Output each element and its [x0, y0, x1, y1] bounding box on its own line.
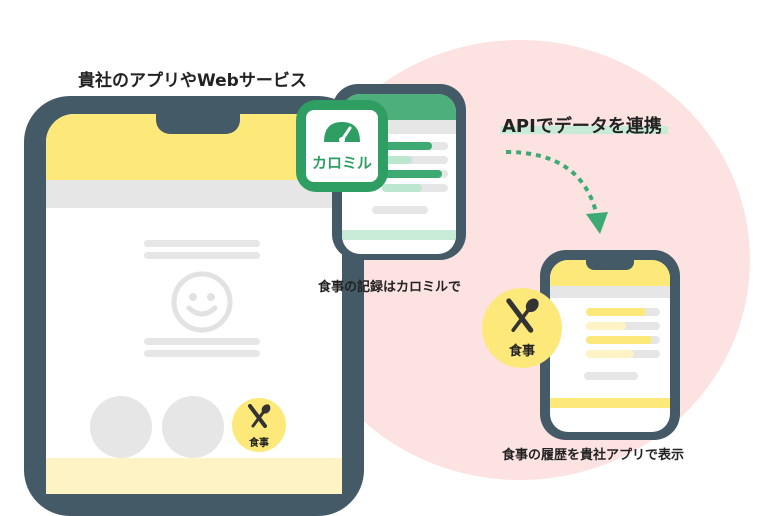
result-row-fill — [586, 336, 652, 344]
placeholder-line — [144, 338, 260, 345]
result-app-navbar — [550, 286, 670, 298]
calomil-row — [382, 156, 448, 164]
result-phone-screen — [550, 260, 670, 432]
placeholder-line — [144, 350, 260, 357]
calomil-row-fill — [382, 142, 432, 150]
gauge-icon — [324, 122, 360, 143]
calomil-app-footer — [342, 230, 456, 240]
phone-notch — [156, 114, 240, 134]
api-label: APIでデータを連携 — [502, 116, 662, 137]
result-row-fill — [586, 350, 634, 358]
fork-knife-icon — [248, 404, 271, 428]
meal-badge-small-label: 食事 — [249, 438, 269, 449]
meal-badge-small: 食事 — [232, 398, 286, 452]
client-app-navbar — [46, 180, 342, 208]
caption-history: 食事の履歴を貴社アプリで表示 — [502, 448, 685, 463]
calomil-app-icon: カロミル — [296, 100, 388, 192]
meal-badge-large: 食事 — [482, 288, 562, 368]
placeholder-line — [144, 240, 260, 247]
result-row-fill — [586, 308, 646, 316]
fork-knife-icon — [506, 298, 539, 333]
placeholder-line — [144, 252, 260, 259]
placeholder-circle — [162, 396, 224, 458]
calomil-row-fill — [382, 156, 412, 164]
calomil-icon-label: カロミル — [311, 154, 372, 172]
placeholder-circle — [90, 396, 152, 458]
client-phone-screen — [46, 114, 342, 494]
calomil-row-fill — [382, 184, 422, 192]
placeholder-line — [584, 372, 638, 380]
client-app-footer — [46, 458, 342, 494]
caption-record: 食事の記録はカロミルで — [318, 280, 462, 295]
api-arrow-icon — [505, 150, 608, 234]
meal-badge-large-label: 食事 — [508, 344, 535, 359]
calomil-row-fill — [382, 170, 442, 178]
api-label-highlight — [500, 126, 668, 134]
client-app-title: 貴社のアプリやWebサービス — [78, 71, 307, 91]
result-app-footer — [550, 398, 670, 408]
result-row-fill — [586, 322, 626, 330]
phone-notch — [586, 260, 634, 270]
calomil-icon-inner: カロミル — [306, 110, 378, 182]
placeholder-line — [372, 206, 428, 214]
smiley-face-icon — [171, 271, 233, 333]
